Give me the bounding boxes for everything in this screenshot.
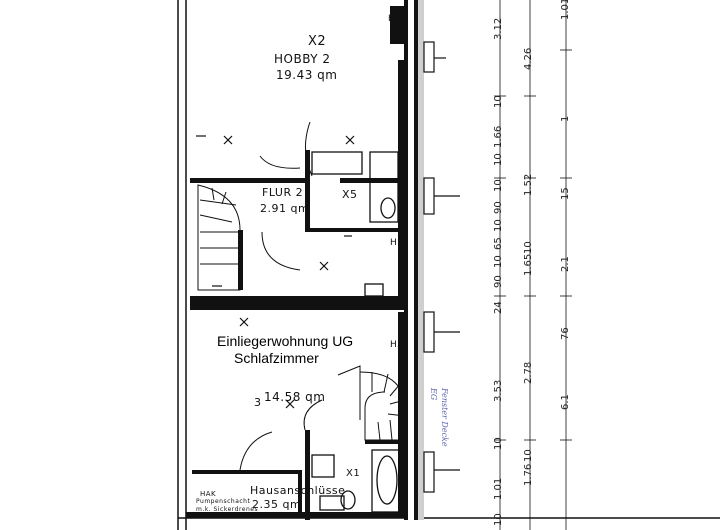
staircase-upper [197, 184, 241, 291]
note-line-2: EG [429, 388, 438, 401]
dim-3-53: 3.53 [493, 379, 504, 402]
h2-mark-low: H2 [390, 340, 404, 350]
room-name-hausanschluss: Hausanschlüsse [250, 484, 346, 497]
room-area-flur: 2.91 qm [260, 202, 310, 215]
dim-1-65: 1.65 [523, 253, 534, 276]
dim-1-76: 1.76 [523, 463, 534, 486]
room-marker-flur: X5 [342, 188, 358, 201]
dim-24: 24 [493, 301, 504, 314]
dim-10-d: 10 [493, 219, 504, 232]
drain-label: m.k. Sickerdrenes [196, 506, 259, 513]
room-area-hobby: 19.43 qm [276, 68, 338, 82]
x1-mark: X1 [346, 468, 361, 479]
dim-10-b: 10 [493, 153, 504, 166]
dim-90-b: 90 [493, 275, 504, 288]
dim-10-h: 10 [523, 449, 534, 462]
room-name-hobby: HOBBY 2 [274, 52, 331, 66]
dim-1-01: 1.01 [493, 477, 504, 500]
dim-2-78: 2.78 [523, 361, 534, 384]
dim-outer-2: 1 [560, 115, 571, 122]
dim-outer-6: 6.1 [560, 394, 571, 410]
dim-10-i: 10 [493, 513, 504, 526]
dim-10-c: 10 [493, 179, 504, 192]
overlay-subtitle: Schlafzimmer [234, 350, 319, 366]
room-area-schlaf: 14.58 qm [264, 390, 326, 404]
room-marker-hobby: X2 [308, 34, 327, 49]
dim-outer-4: 2.1 [560, 256, 571, 272]
room-area-hausanschluss: 2.35 qm [252, 498, 302, 511]
dim-10-a: 10 [493, 95, 504, 108]
note-line-1: Fenster Decke [440, 388, 449, 447]
dim-4-26: 4.26 [523, 47, 534, 70]
dim-outer-5: 76 [560, 327, 571, 340]
h2-mark-top: H2 [388, 14, 402, 24]
h2-mark-mid: H2 [390, 238, 404, 248]
dim-65: 65 [493, 237, 504, 250]
pump-label: Pumpenschacht [196, 498, 251, 505]
room-name-flur: FLUR 2 [262, 186, 304, 199]
dim-3-12: 3.12 [493, 17, 504, 40]
dim-10-f: 10 [523, 241, 534, 254]
overlay-title: Einliegerwohnung UG [217, 333, 354, 349]
dim-90-a: 90 [493, 201, 504, 214]
outer-boundary [177, 0, 720, 530]
dim-10-g: 10 [493, 437, 504, 450]
handwritten-note: Fenster Decke EG [428, 388, 450, 447]
fixtures [311, 151, 403, 513]
hak-label: HAK [200, 490, 217, 498]
door-swings [239, 121, 361, 471]
dim-1-52: 1.52 [523, 173, 534, 196]
dim-outer-3: 15 [560, 187, 571, 200]
room-marker-schlaf: 3 [254, 396, 262, 409]
windows [423, 41, 460, 493]
dim-outer-1: 1.01 [560, 0, 571, 20]
dimension-lines [494, 0, 572, 530]
walls [186, 0, 424, 520]
dim-1-66: 1.66 [493, 125, 504, 148]
staircase-lower [359, 371, 406, 441]
dim-10-e: 10 [493, 255, 504, 268]
electrical-marks [196, 135, 355, 409]
